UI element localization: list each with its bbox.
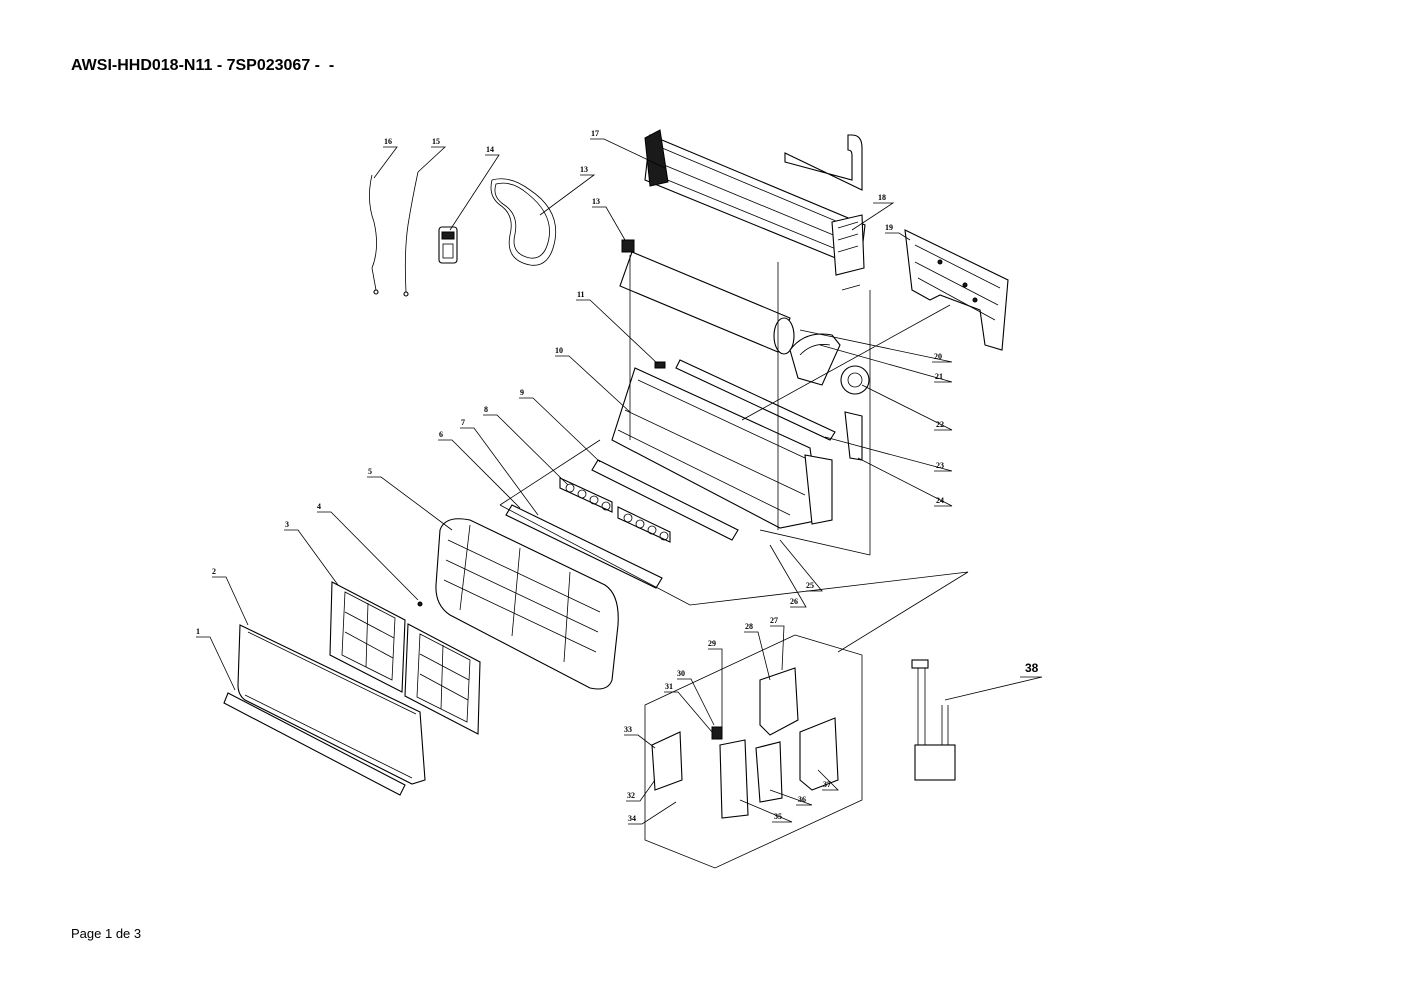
callout-26: 26 xyxy=(790,597,798,606)
callout-5: 5 xyxy=(368,467,372,476)
callout-3: 3 xyxy=(285,520,289,529)
callout-27: 27 xyxy=(770,616,778,625)
callout-25: 25 xyxy=(806,581,814,590)
part-2-front-cover xyxy=(237,624,426,785)
callout-23: 23 xyxy=(936,461,944,470)
callout-2: 2 xyxy=(212,567,216,576)
part-10-chassis xyxy=(611,367,833,529)
part-27-electrical-box xyxy=(759,667,839,791)
callout-29: 29 xyxy=(708,639,716,648)
callout-31: 31 xyxy=(665,682,673,691)
callout-10: 10 xyxy=(555,346,563,355)
callout-35: 35 xyxy=(774,812,782,821)
callout-28: 28 xyxy=(745,622,753,631)
part-16-cable xyxy=(369,174,379,295)
part-12-fan-motor-small xyxy=(621,239,635,253)
callout-11: 11 xyxy=(577,290,585,299)
callout-13: 13 xyxy=(592,197,600,206)
callout-labels: 1 2 3 4 5 6 7 8 9 10 11 13 13 14 15 16 1… xyxy=(196,129,1039,823)
callout-38: 38 xyxy=(1025,661,1039,675)
part-8-vertical-louvers xyxy=(559,477,671,543)
part-9-horizontal-vane xyxy=(591,459,739,541)
callout-30: 30 xyxy=(677,669,685,678)
callout-20: 20 xyxy=(934,352,942,361)
callout-36: 36 xyxy=(798,795,806,804)
callout-1: 1 xyxy=(196,627,200,636)
callout-21: 21 xyxy=(935,372,943,381)
callout-15: 15 xyxy=(432,137,440,146)
callout-18: 18 xyxy=(878,193,886,202)
callout-19: 19 xyxy=(885,223,893,232)
assembly-guide-lines xyxy=(499,255,969,653)
part-36-cover xyxy=(755,741,783,803)
part-cross-flow-fan xyxy=(619,251,795,355)
callout-8: 8 xyxy=(484,405,488,414)
callout-22: 22 xyxy=(936,420,944,429)
callout-7: 7 xyxy=(461,418,465,427)
part-15-cable xyxy=(403,171,419,297)
part-33-pcb-cover xyxy=(651,731,683,791)
callout-33: 33 xyxy=(624,725,632,734)
part-5-front-panel-body xyxy=(435,518,619,690)
part-refrigerant-pipe xyxy=(784,134,863,191)
callout-17: 17 xyxy=(591,129,599,138)
part-4-screw xyxy=(417,601,423,607)
callout-32: 32 xyxy=(627,791,635,800)
part-23-shaft xyxy=(675,359,836,441)
callout-14: 14 xyxy=(486,145,494,154)
callout-leaders xyxy=(196,138,1043,825)
callout-6: 6 xyxy=(439,430,443,439)
part-3-air-filter-left xyxy=(329,581,406,693)
part-22-motor xyxy=(840,365,870,395)
part-14-remote-control xyxy=(438,226,458,264)
callout-4: 4 xyxy=(317,502,321,511)
part-17-evaporator xyxy=(644,129,866,276)
part-7-deflector xyxy=(505,504,663,589)
callout-16: 16 xyxy=(384,137,392,146)
part-21-fan-housing xyxy=(789,333,841,386)
callout-13b: 13 xyxy=(580,165,588,174)
part-19-mounting-plate xyxy=(904,229,1009,351)
callout-34: 34 xyxy=(628,814,636,823)
page-title: AWSI-HHD018-N11 - 7SP023067 - - xyxy=(71,57,335,74)
callout-37: 37 xyxy=(823,780,831,789)
part-1-decorative-strip xyxy=(223,692,406,796)
part-31-terminal-block xyxy=(711,726,723,740)
part-35-cover xyxy=(719,739,749,819)
callout-9: 9 xyxy=(520,388,524,397)
part-38-capacitor xyxy=(911,659,956,781)
part-11-swing-motor xyxy=(654,361,666,369)
part-24-motor-cover xyxy=(844,411,863,461)
page-number: Page 1 de 3 xyxy=(71,926,142,941)
part-13-drain-hose xyxy=(490,178,557,266)
part-3-air-filter-right xyxy=(404,623,481,735)
control-box-outline xyxy=(644,634,863,869)
callout-24: 24 xyxy=(936,496,944,505)
